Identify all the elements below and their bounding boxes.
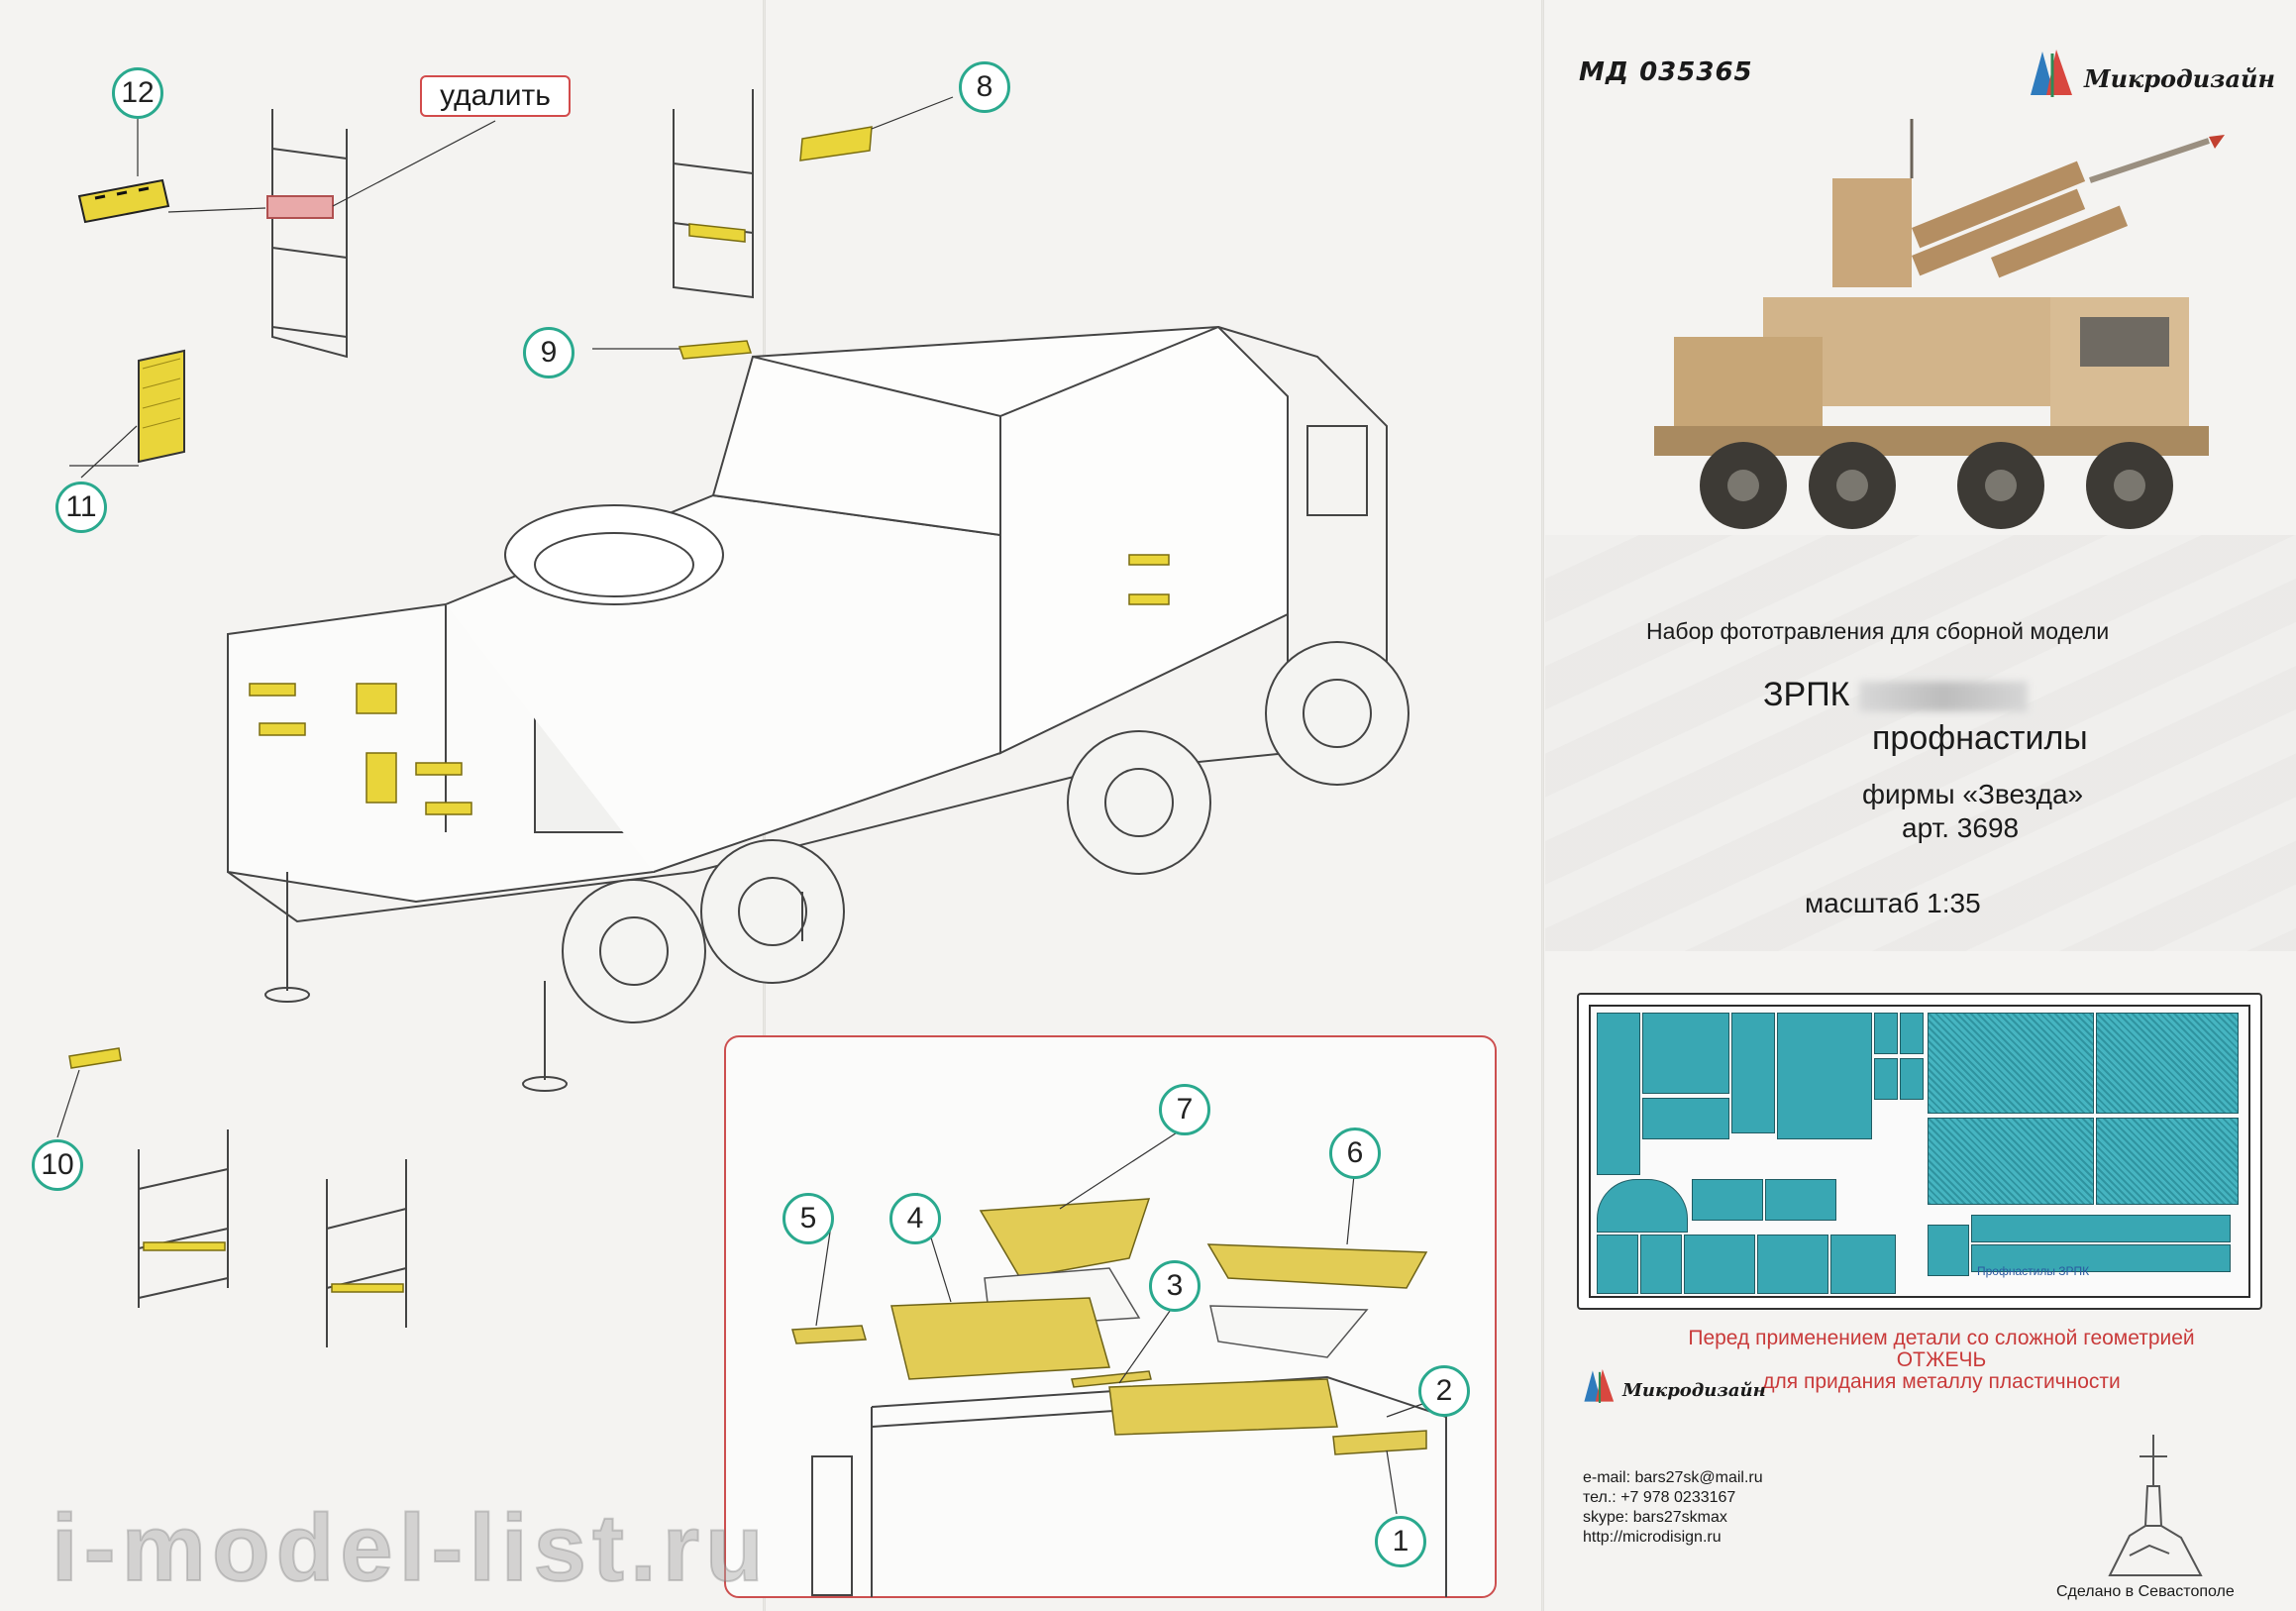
callout-11: 11	[55, 482, 107, 533]
callout-3: 3	[1149, 1260, 1200, 1312]
fret-plate	[1640, 1235, 1682, 1294]
fret-plate	[1684, 1235, 1755, 1294]
callout-5: 5	[783, 1193, 834, 1244]
contact-site[interactable]: http://microdisign.ru	[1583, 1529, 1722, 1546]
mounted-parts	[249, 554, 1170, 815]
fret-mesh-plate	[1928, 1013, 2094, 1114]
fret-plate	[1642, 1013, 1729, 1094]
warning-line-1: Перед применением детали со сложной геом…	[1688, 1327, 2195, 1349]
kit-article: арт. 3698	[1902, 812, 2020, 843]
warning-line-3: для придания металлу пластичности	[1762, 1370, 2121, 1393]
site-watermark: i-model-list.ru	[51, 1494, 770, 1602]
fret-plate	[1692, 1179, 1763, 1221]
remove-label: удалить	[420, 75, 571, 117]
fret-plate	[1900, 1013, 1924, 1054]
leader-lines	[56, 96, 1437, 1515]
contact-phone: тел.: +7 978 0233167	[1583, 1489, 1736, 1506]
callout-12: 12	[112, 67, 163, 119]
fret-plate	[1731, 1013, 1775, 1133]
fret-plate	[1597, 1013, 1640, 1175]
callout-8: 8	[959, 61, 1010, 113]
ladder-detail-8	[673, 89, 754, 299]
product-subtitle: Набор фототравления для сборной модели	[1646, 618, 2110, 644]
redacted-name	[1859, 682, 2029, 712]
fret-plate	[1874, 1013, 1898, 1054]
fret-label: Профнастилы ЗРПК	[1977, 1264, 2090, 1278]
fret-plate	[1757, 1235, 1828, 1294]
photoetch-fret: Профнастилы ЗРПК	[1577, 993, 2262, 1310]
warning-line-2: ОТЖЕЧЬ	[1896, 1348, 1987, 1371]
fret-mesh-plate	[2096, 1013, 2239, 1114]
fret-plate	[1874, 1058, 1898, 1100]
fret-plate	[1830, 1235, 1896, 1294]
product-title: ЗРПК	[1763, 676, 2029, 714]
callout-10: 10	[32, 1139, 83, 1191]
step-parts-8	[678, 126, 873, 360]
brand-name-small: Микродизайн	[1622, 1380, 1766, 1401]
article-number: МД 035365	[1579, 57, 1753, 87]
fold-line-right	[1541, 0, 1544, 1611]
assembly-drawing	[56, 89, 1497, 1598]
fret-plate	[1597, 1179, 1688, 1233]
fret-plate	[1928, 1225, 1969, 1276]
fret-plate	[1900, 1058, 1924, 1100]
ladder-detail-top	[266, 109, 348, 359]
vehicle-outline	[227, 325, 1409, 1092]
fret-plate	[1777, 1013, 1872, 1139]
callout-6: 6	[1329, 1128, 1381, 1179]
part-12	[77, 178, 170, 224]
monument-icon	[2108, 1435, 2203, 1576]
kit-scale: масштаб 1:35	[1805, 888, 1981, 918]
brand-name: Микродизайн	[2084, 64, 2275, 93]
callout-4: 4	[889, 1193, 941, 1244]
background-shadow	[1545, 535, 2296, 951]
inset-plates	[791, 1198, 1428, 1455]
contact-skype: skype: bars27skmax	[1583, 1509, 1727, 1526]
contact-info: e-mail: bars27sk@mail.ru тел.: +7 978 02…	[1583, 1468, 1763, 1548]
fret-plate	[1971, 1215, 2231, 1242]
fret-mesh-plate	[2096, 1118, 2239, 1205]
brand-mark-icon	[1584, 1369, 1615, 1403]
fret-plate	[1642, 1098, 1729, 1139]
fret-plate	[1597, 1235, 1638, 1294]
fret-mesh-plate	[1928, 1118, 2094, 1205]
fret-frame	[1589, 1005, 2250, 1298]
brand-logo: Микродизайн	[2029, 48, 2275, 99]
fret-plate	[1971, 1244, 2231, 1272]
callout-9: 9	[523, 327, 574, 378]
manufacturer: фирмы «Звезда»	[1862, 779, 2084, 809]
callout-7: 7	[1159, 1084, 1210, 1135]
made-in-label: Сделано в Севастополе	[2056, 1583, 2235, 1600]
part-11	[138, 349, 185, 464]
callout-1: 1	[1375, 1516, 1426, 1567]
product-photo	[1654, 119, 2225, 529]
fret-plate	[1765, 1179, 1836, 1221]
brand-mark-icon	[2031, 50, 2072, 97]
annealing-warning: Перед применением детали со сложной геом…	[1585, 1328, 2296, 1393]
callout-2: 2	[1418, 1365, 1470, 1417]
product-title-text: ЗРПК	[1763, 676, 1850, 713]
contact-email[interactable]: e-mail: bars27sk@mail.ru	[1583, 1469, 1763, 1486]
brand-logo-small: Микродизайн	[1583, 1367, 1766, 1405]
ladder-10	[138, 1129, 407, 1347]
step-parts-10	[68, 1047, 404, 1293]
product-title-line2: профнастилы	[1872, 719, 2088, 757]
